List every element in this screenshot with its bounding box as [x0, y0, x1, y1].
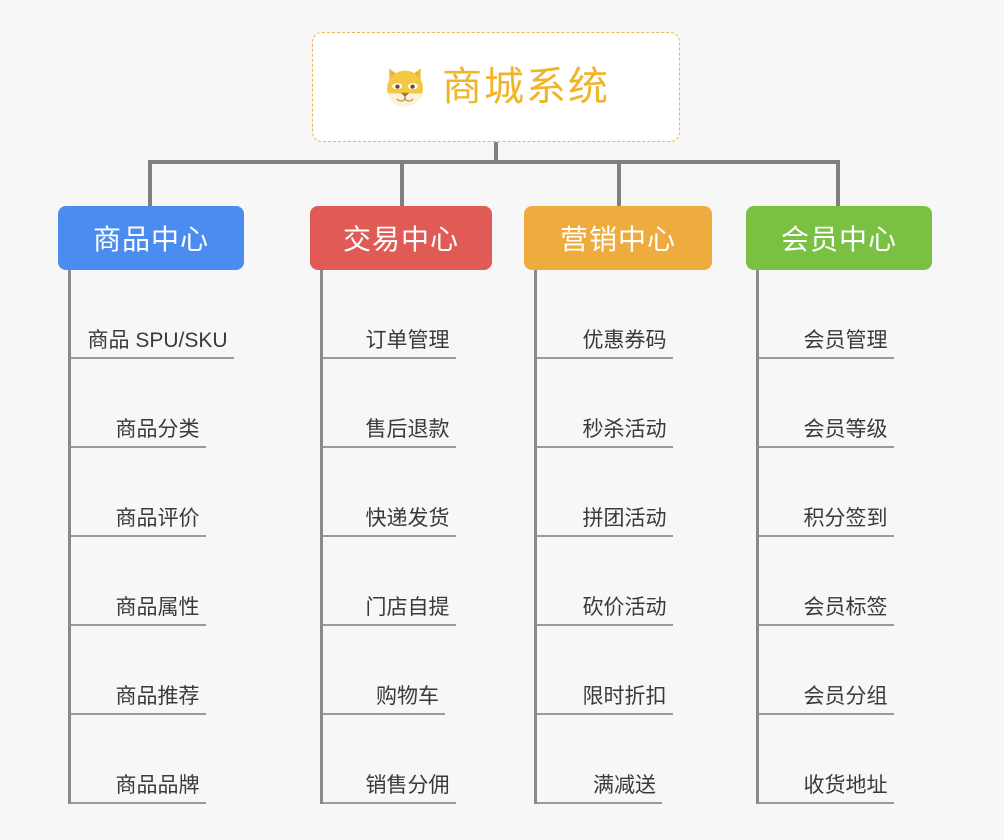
list-item[interactable]: 会员分组: [759, 626, 932, 715]
leaf-underline: [537, 446, 673, 448]
leaf-underline: [323, 713, 445, 715]
list-item[interactable]: 商品品牌: [71, 715, 244, 804]
list-item[interactable]: 订单管理: [323, 270, 492, 359]
list-item[interactable]: 售后退款: [323, 359, 492, 448]
leaf-underline: [759, 713, 894, 715]
leaf-underline: [71, 446, 206, 448]
leaf-label: 商品品牌: [115, 774, 200, 797]
leaf-underline: [537, 357, 673, 359]
leaf-label: 商品推荐: [115, 685, 200, 708]
leaf-underline: [537, 713, 673, 715]
leaf-underline: [759, 357, 894, 359]
branch-header-trade[interactable]: 交易中心: [310, 206, 492, 270]
list-item[interactable]: 满减送: [537, 715, 712, 804]
branch-header-label: 会员中心: [780, 224, 897, 255]
list-item[interactable]: 商品属性: [71, 537, 244, 626]
branch-header-marketing[interactable]: 营销中心: [524, 206, 712, 270]
leaf-underline: [323, 357, 456, 359]
list-item[interactable]: 拼团活动: [537, 448, 712, 537]
root-title: 商城系统: [442, 65, 610, 109]
branch-header-member[interactable]: 会员中心: [746, 206, 932, 270]
leaf-underline: [323, 535, 456, 537]
leaf-label: 门店自提: [365, 596, 450, 619]
branch-column-member: 会员中心 会员管理 会员等级 积分签到 会员标签 会员分组: [746, 206, 932, 804]
branch-header-label: 交易中心: [342, 224, 459, 255]
branch-header-product[interactable]: 商品中心: [58, 206, 244, 270]
leaf-label: 砍价活动: [582, 596, 667, 619]
list-item[interactable]: 秒杀活动: [537, 359, 712, 448]
leaf-underline: [759, 535, 894, 537]
list-item[interactable]: 商品推荐: [71, 626, 244, 715]
list-item[interactable]: 商品分类: [71, 359, 244, 448]
leaf-label: 商品 SPU/SKU: [87, 329, 228, 352]
connector-drop-2: [400, 160, 404, 206]
leaf-label: 会员标签: [803, 596, 888, 619]
list-item[interactable]: 快递发货: [323, 448, 492, 537]
branch-header-label: 营销中心: [559, 224, 676, 255]
leaf-label: 限时折扣: [582, 685, 667, 708]
leaf-underline: [537, 624, 673, 626]
list-item[interactable]: 会员标签: [759, 537, 932, 626]
leaf-label: 拼团活动: [582, 507, 667, 530]
list-item[interactable]: 销售分佣: [323, 715, 492, 804]
leaf-underline: [323, 446, 456, 448]
list-item[interactable]: 门店自提: [323, 537, 492, 626]
leaf-label: 商品分类: [115, 418, 200, 441]
list-item[interactable]: 商品评价: [71, 448, 244, 537]
leaf-label: 会员分组: [803, 685, 888, 708]
leaf-label: 商品属性: [115, 596, 200, 619]
leaf-underline: [759, 446, 894, 448]
leaf-label: 会员等级: [803, 418, 888, 441]
list-item[interactable]: 限时折扣: [537, 626, 712, 715]
leaf-list-member: 会员管理 会员等级 积分签到 会员标签 会员分组 收货地址: [756, 270, 932, 804]
list-item[interactable]: 商品 SPU/SKU: [71, 270, 244, 359]
leaf-label: 商品评价: [115, 507, 200, 530]
leaf-label: 售后退款: [365, 418, 450, 441]
list-item[interactable]: 积分签到: [759, 448, 932, 537]
list-item[interactable]: 会员等级: [759, 359, 932, 448]
leaf-underline: [537, 535, 673, 537]
leaf-label: 满减送: [593, 774, 656, 797]
leaf-underline: [759, 802, 894, 804]
leaf-underline: [71, 624, 206, 626]
leaf-label: 收货地址: [803, 774, 888, 797]
leaf-underline: [537, 802, 662, 804]
connector-drop-1: [148, 160, 152, 206]
leaf-underline: [759, 624, 894, 626]
list-item[interactable]: 砍价活动: [537, 537, 712, 626]
leaf-label: 优惠券码: [582, 329, 667, 352]
leaf-list-trade: 订单管理 售后退款 快递发货 门店自提 购物车 销售分佣: [320, 270, 492, 804]
leaf-label: 订单管理: [365, 329, 450, 352]
leaf-underline: [71, 713, 206, 715]
connector-drop-4: [836, 160, 840, 206]
leaf-underline: [71, 802, 206, 804]
list-item[interactable]: 优惠券码: [537, 270, 712, 359]
leaf-list-marketing: 优惠券码 秒杀活动 拼团活动 砍价活动 限时折扣 满减送: [534, 270, 712, 804]
branch-column-marketing: 营销中心 优惠券码 秒杀活动 拼团活动 砍价活动 限时折扣: [524, 206, 712, 804]
leaf-underline: [71, 535, 206, 537]
leaf-list-product: 商品 SPU/SKU 商品分类 商品评价 商品属性 商品推荐 商品品牌: [68, 270, 244, 804]
leaf-label: 购物车: [376, 685, 439, 708]
list-item[interactable]: 会员管理: [759, 270, 932, 359]
connector-horizontal-bus: [148, 160, 840, 164]
list-item[interactable]: 购物车: [323, 626, 492, 715]
leaf-label: 会员管理: [803, 329, 888, 352]
connector-root-stem: [494, 142, 498, 164]
root-node-shop-system[interactable]: 商城系统: [312, 32, 680, 142]
leaf-underline: [71, 357, 234, 359]
leaf-underline: [323, 624, 456, 626]
branch-column-trade: 交易中心 订单管理 售后退款 快递发货 门店自提 购物车: [310, 206, 492, 804]
branch-header-label: 商品中心: [92, 224, 209, 255]
branch-column-product: 商品中心 商品 SPU/SKU 商品分类 商品评价 商品属性 商品推荐: [58, 206, 244, 804]
list-item[interactable]: 收货地址: [759, 715, 932, 804]
leaf-label: 积分签到: [803, 507, 888, 530]
shiba-dog-face-icon: [382, 64, 428, 110]
leaf-label: 秒杀活动: [582, 418, 667, 441]
connector-drop-3: [617, 160, 621, 206]
leaf-underline: [323, 802, 456, 804]
leaf-label: 快递发货: [365, 507, 450, 530]
leaf-label: 销售分佣: [365, 774, 450, 797]
